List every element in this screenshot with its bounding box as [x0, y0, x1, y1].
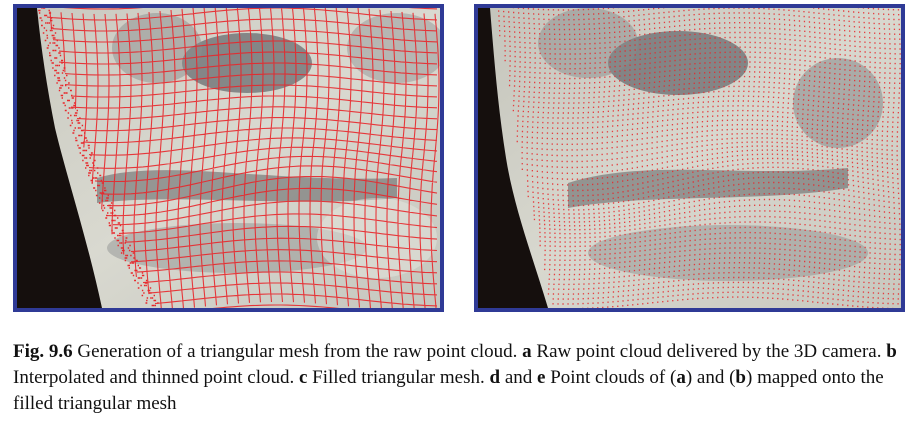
caption-part: Generation of a triangular mesh from the… — [72, 341, 523, 362]
caption-part: Point clouds of ( — [545, 367, 677, 388]
face-mesh-image-right — [478, 8, 901, 308]
figure-panel-left — [13, 4, 444, 312]
caption-part: e — [537, 367, 546, 388]
caption-part: Filled triangular mesh. — [307, 367, 490, 388]
caption-part: c — [298, 367, 308, 388]
mesh-edge-points — [38, 8, 159, 307]
figure-label: Fig. 9.6 — [13, 341, 73, 362]
figure-panel-right — [474, 4, 905, 312]
point-cloud-overlay — [498, 8, 901, 308]
caption-part: b — [735, 367, 746, 388]
caption-part: Interpolated and thinned point cloud. — [13, 367, 299, 388]
caption-part: b — [886, 341, 897, 362]
caption-part: d — [489, 367, 501, 388]
caption-part: and — [500, 367, 537, 388]
caption-part: ) mapped onto the filled triangular mesh — [13, 367, 884, 414]
figure-caption: Fig. 9.6 Generation of a triangular mesh… — [13, 339, 913, 417]
caption-part: Raw point cloud delivered by the 3D came… — [531, 341, 887, 362]
face-mesh-image-left — [17, 8, 440, 308]
caption-text: Generation of a triangular mesh from the… — [13, 341, 897, 414]
caption-part: a — [676, 367, 686, 388]
point-cloud-dots — [498, 8, 901, 308]
mesh-grid-overlay — [38, 8, 440, 308]
caption-part: a — [522, 341, 532, 362]
caption-part: ) and ( — [685, 367, 736, 388]
